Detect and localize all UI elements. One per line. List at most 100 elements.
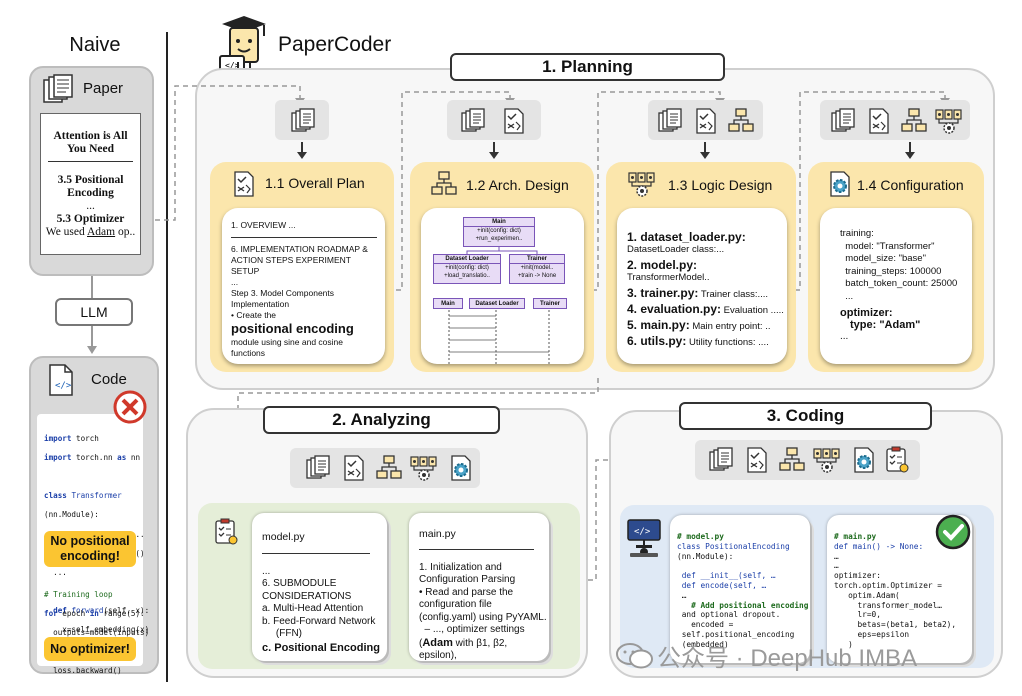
analysis-clipboard-icon bbox=[215, 518, 238, 545]
logic-file-name: trainer.py: bbox=[640, 286, 699, 300]
logic-item: 6. utils.py: Utility functions: .... bbox=[627, 334, 769, 348]
coding-title: 3. Coding bbox=[679, 402, 932, 430]
config-lines: training: model: "Transformer" model_siz… bbox=[840, 228, 958, 302]
adam-word: Adam bbox=[87, 226, 116, 238]
code-line: # main.py bbox=[834, 532, 877, 541]
logic-item: 4. evaluation.py: Evaluation ..... bbox=[627, 302, 784, 316]
logic-design-icon bbox=[813, 448, 840, 473]
config-gear-icon bbox=[451, 455, 471, 481]
watermark: 公众号 · DeepHub IMBA bbox=[615, 638, 917, 673]
planning-title: 1. Planning bbox=[450, 53, 725, 81]
seq-main: Main bbox=[433, 298, 463, 309]
logic-file-desc: Utility functions: .... bbox=[686, 337, 769, 348]
plan-doc-icon bbox=[696, 108, 716, 134]
config-gear-icon bbox=[830, 171, 850, 197]
code-line: … bbox=[677, 590, 687, 600]
code-line: class PositionalEncoding bbox=[677, 541, 790, 551]
code-line: … bbox=[834, 561, 839, 571]
seq-dataset: Dataset Loader bbox=[469, 298, 525, 309]
paper-ellipsis: ... bbox=[86, 200, 95, 212]
code-line: encoded = bbox=[677, 620, 734, 630]
code-line: eps=epsilon bbox=[834, 629, 910, 639]
paper-document: Attention is All You Need 3.5 Positional… bbox=[40, 113, 141, 255]
code-line: ... bbox=[44, 567, 67, 577]
arch-diagram-icon bbox=[901, 108, 927, 132]
paper-section-1a: 3.5 Positional bbox=[57, 174, 124, 186]
code-line: optimizer: bbox=[834, 571, 881, 581]
logic-file-name: main.py: bbox=[640, 318, 690, 332]
paper-icon bbox=[306, 455, 330, 479]
plan-doc-icon bbox=[234, 171, 254, 197]
code-card-model bbox=[670, 515, 810, 663]
uml-dataset-class: Dataset Loader +init(config: dict) +load… bbox=[433, 254, 501, 284]
paper-title-1: Attention is All bbox=[53, 130, 128, 142]
code-line: betas=(beta1, beta2), bbox=[834, 620, 957, 630]
plan-doc-icon bbox=[747, 447, 767, 473]
watermark-text: 公众号 · DeepHub IMBA bbox=[657, 645, 918, 672]
papercoder-title: PaperCoder bbox=[278, 33, 392, 56]
adam-highlight: Adam bbox=[422, 636, 453, 649]
paper-icon bbox=[831, 108, 855, 132]
code-line: def encode(self, … bbox=[677, 580, 767, 590]
code-line: ) bbox=[834, 639, 853, 649]
logic-file-list: 1. dataset_loader.py:DatasetLoader class… bbox=[627, 230, 787, 350]
code-line: loss.backward() bbox=[44, 666, 122, 676]
logic-file-name: model.py: bbox=[640, 258, 698, 272]
paper-stack-icon bbox=[43, 74, 73, 103]
configuration-title: 1.4 Configuration bbox=[857, 177, 964, 193]
seq-trainer: Trainer bbox=[533, 298, 567, 309]
positional-encoding-item: c. Positional Encoding bbox=[262, 641, 380, 654]
logic-file-name: dataset_loader.py: bbox=[640, 230, 746, 244]
analysis-clipboard-icon bbox=[886, 446, 909, 473]
code-line: torch.optim.Optimizer = bbox=[834, 580, 942, 590]
paper-used-line: We used Adam op.. bbox=[45, 226, 136, 238]
wechat-icon bbox=[616, 642, 653, 668]
logic-file-desc: TransformerModel.. bbox=[627, 272, 710, 283]
overall-plan-title: 1.1 Overall Plan bbox=[265, 175, 365, 191]
code-line: optim.Adam( bbox=[834, 590, 900, 600]
code-file-icon: </> bbox=[49, 364, 73, 396]
analyzing-title: 2. Analyzing bbox=[263, 406, 500, 434]
code-line: transformer_model… bbox=[834, 600, 942, 610]
arch-design-content: Main +init(config: dict) +run_experimen.… bbox=[421, 208, 584, 364]
logic-item: 3. trainer.py: Trainer class:.... bbox=[627, 286, 769, 300]
paper-icon bbox=[658, 108, 682, 132]
code-line: for epoch in range(5): bbox=[44, 608, 145, 618]
arch-diagram-icon bbox=[779, 447, 805, 471]
code-line: def main() -> None: bbox=[834, 541, 924, 551]
logic-design-icon bbox=[935, 109, 962, 134]
logic-file-name: utils.py: bbox=[640, 334, 687, 348]
logic-file-name: evaluation.py: bbox=[640, 302, 722, 316]
code-line: and optional dropout. bbox=[677, 610, 781, 620]
svg-text:</>: </> bbox=[634, 527, 651, 537]
analysis-card-main: main.py 1. Initialization and Configurat… bbox=[409, 513, 549, 661]
code-line: import torch bbox=[44, 433, 99, 443]
code-line: # model.py bbox=[677, 532, 724, 541]
llm-box: LLM bbox=[55, 298, 133, 326]
fail-x-icon bbox=[113, 390, 147, 424]
plan-doc-icon bbox=[869, 108, 889, 134]
code-line: def forward(self, x): bbox=[53, 606, 150, 616]
paper-icon bbox=[291, 108, 315, 132]
uml-main-class: Main +init(config: dict) +run_experimen.… bbox=[463, 217, 535, 247]
logic-file-desc: Main entry point: .. bbox=[689, 321, 771, 332]
code-line: # Add positional encoding bbox=[677, 600, 809, 610]
arch-design-title: 1.2 Arch. Design bbox=[466, 177, 569, 193]
paper-section-1b: Encoding bbox=[67, 187, 114, 199]
overall-plan-content: 1. OVERVIEW ... 6. IMPLEMENTATION ROADMA… bbox=[222, 208, 385, 364]
logic-design-content: 1. dataset_loader.py:DatasetLoader class… bbox=[617, 208, 787, 364]
success-check-icon bbox=[935, 514, 971, 550]
analysis-card-model: model.py ... 6. SUBMODULE CONSIDERATIONS… bbox=[252, 513, 387, 661]
paper-title-2: You Need bbox=[67, 143, 114, 155]
logic-file-desc: DatasetLoader class:... bbox=[627, 244, 725, 255]
uml-connectors bbox=[448, 247, 550, 364]
code-line: def __init__(self, … bbox=[677, 571, 776, 581]
arch-diagram-icon bbox=[728, 108, 754, 132]
code-line: (nn.Module): bbox=[44, 510, 99, 520]
column-divider bbox=[166, 32, 168, 682]
code-line: import torch.nn as nn bbox=[44, 452, 141, 462]
code-line: (nn.Module): bbox=[677, 551, 734, 561]
config-gear-icon bbox=[854, 447, 874, 473]
code-line: lr=0, bbox=[834, 610, 881, 620]
